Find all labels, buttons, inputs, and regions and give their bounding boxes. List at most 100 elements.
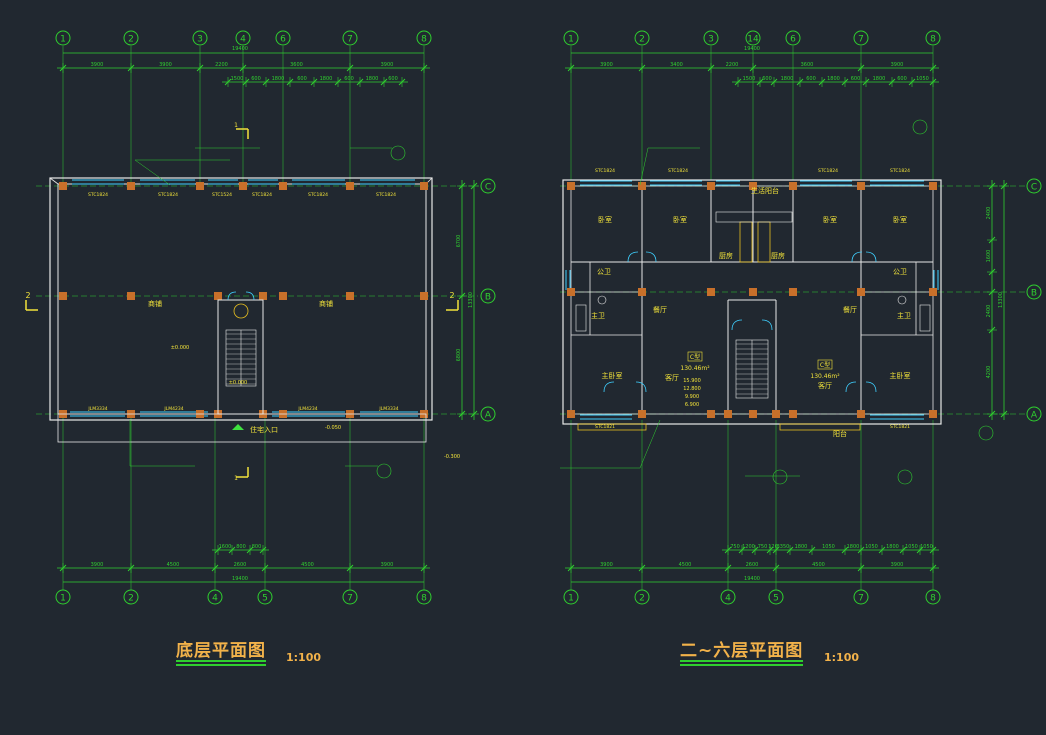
window-tag: STC1824 xyxy=(158,192,178,198)
column xyxy=(707,288,715,296)
column xyxy=(59,182,67,190)
column xyxy=(127,182,135,190)
axis-bubble-bottom-circle xyxy=(563,589,579,605)
dim-bottom-text: 3900 xyxy=(600,562,613,568)
balcony-rail xyxy=(779,423,861,431)
room-label-bath-2: 主卫 xyxy=(897,311,911,320)
column xyxy=(929,288,937,296)
ground-floor-plan-title: 底层平面图 xyxy=(176,636,266,666)
dim-right-text: 4200 xyxy=(986,366,992,379)
dim-right-total-text: 13300 xyxy=(998,292,1004,308)
balcony-rail xyxy=(577,423,647,431)
dim-bottom-detail-text: 1800 xyxy=(886,544,899,550)
dim-top-text: 2200 xyxy=(215,62,228,68)
room-label-bed-4: 卧室 xyxy=(893,215,907,224)
axis-bubble-bottom-label: 8 xyxy=(421,594,427,604)
axis-bubble-top-label: 14 xyxy=(747,35,759,45)
door-swing xyxy=(645,251,657,263)
level-mark: -0.050 xyxy=(325,425,341,431)
dim-top-text: 2200 xyxy=(726,62,739,68)
kitchen-counter xyxy=(757,221,771,263)
column xyxy=(567,182,575,190)
section-label: 2 xyxy=(25,291,30,300)
door-swing xyxy=(865,381,877,393)
axis-bubble-bottom-circle xyxy=(123,589,139,605)
axis-bubble-right-label: A xyxy=(485,411,492,421)
axis-bubble-bottom-circle xyxy=(342,589,358,605)
window-tag: STC1824 xyxy=(668,168,688,174)
axis-bubble-bottom-label: 4 xyxy=(725,594,731,604)
axis-bubble-top-circle xyxy=(925,30,941,46)
axis-bubble-bottom-circle xyxy=(55,589,71,605)
service-balcony xyxy=(715,211,793,223)
typical-floor-plan-title: 二~六层平面图 xyxy=(680,636,804,666)
typical-floor-plan-scale: 1:100 xyxy=(824,651,860,664)
unit-type-box xyxy=(817,359,833,370)
axis-bubble-top-circle xyxy=(785,30,801,46)
axis-bubble-bottom-label: 2 xyxy=(128,594,134,604)
dim-top-detail-text: 600 xyxy=(851,76,861,82)
column xyxy=(749,288,757,296)
axis-bubble-bottom-label: 7 xyxy=(347,594,353,604)
dim-bottom-detail-text: 1600 xyxy=(219,544,232,550)
room-label-living-2: 客厅 xyxy=(818,381,832,390)
axis-bubble-top-label: 6 xyxy=(790,35,796,45)
window-tag: STC1824 xyxy=(88,192,108,198)
dim-right-total-text: 13300 xyxy=(468,292,474,308)
room-label-bed-1: 卧室 xyxy=(598,215,612,224)
section-label: 1 xyxy=(234,122,238,129)
window-tag: STC1524 xyxy=(212,192,232,198)
room-label-wc-2: 公卫 xyxy=(893,268,907,276)
column xyxy=(59,292,67,300)
axis-bubble-bottom-circle xyxy=(416,589,432,605)
door-swing xyxy=(731,319,743,331)
overall-dimension: 19400 xyxy=(744,46,760,52)
axis-bubble-top-label: 7 xyxy=(858,35,864,45)
axis-bubble-right-label: C xyxy=(1031,183,1037,193)
room-label-kitchen-2: 厨房 xyxy=(771,251,785,260)
overall-dimension: 19400 xyxy=(744,576,760,582)
axis-bubble-bottom-circle xyxy=(925,589,941,605)
axis-bubble-bottom-circle xyxy=(634,589,650,605)
detail-bubble xyxy=(912,119,928,135)
leader-line xyxy=(134,159,171,186)
axis-bubble-bottom-label: 1 xyxy=(60,594,66,604)
unit-type: C型 xyxy=(690,353,700,361)
dim-bottom-detail-text: 1050 xyxy=(865,544,878,550)
unit-type: C型 xyxy=(820,361,830,369)
level-stack: 6.900 xyxy=(685,402,699,408)
window-tag: STC1824 xyxy=(818,168,838,174)
leader-line xyxy=(639,147,649,186)
room-label-dining-2: 餐厅 xyxy=(843,305,857,314)
axis-bubble-top-label: 1 xyxy=(60,35,66,45)
detail-bubble xyxy=(978,425,994,441)
column xyxy=(638,410,646,418)
dim-top-detail-text: 1800 xyxy=(873,76,886,82)
meter-room xyxy=(233,303,249,319)
axis-bubble-bottom-label: 2 xyxy=(639,594,645,604)
column xyxy=(789,410,797,418)
title-underline xyxy=(680,660,804,662)
axis-bubble-top-circle xyxy=(416,30,432,46)
dim-top-detail-text: 1050 xyxy=(916,76,929,82)
window-tag: STC1824 xyxy=(252,192,272,198)
window-tag: STC1821 xyxy=(890,424,910,430)
column xyxy=(420,292,428,300)
column xyxy=(707,410,715,418)
axis-bubble-bottom-label: 5 xyxy=(262,594,268,604)
room-label-living-1: 客厅 xyxy=(665,373,679,382)
shutter-tag: JLM4234 xyxy=(297,406,317,412)
door-swing xyxy=(603,381,615,393)
level-stack: 15.900 xyxy=(683,378,701,384)
column xyxy=(346,292,354,300)
axis-bubble-bottom-label: 4 xyxy=(212,594,218,604)
axis-bubble-right-circle xyxy=(480,178,496,194)
column xyxy=(567,288,575,296)
detail-bubble xyxy=(897,469,913,485)
unit-area: 130.46m² xyxy=(810,373,840,380)
toilet xyxy=(897,295,907,305)
column xyxy=(127,292,135,300)
dim-top-detail-text: 1800 xyxy=(827,76,840,82)
detail-bubble xyxy=(390,145,406,161)
